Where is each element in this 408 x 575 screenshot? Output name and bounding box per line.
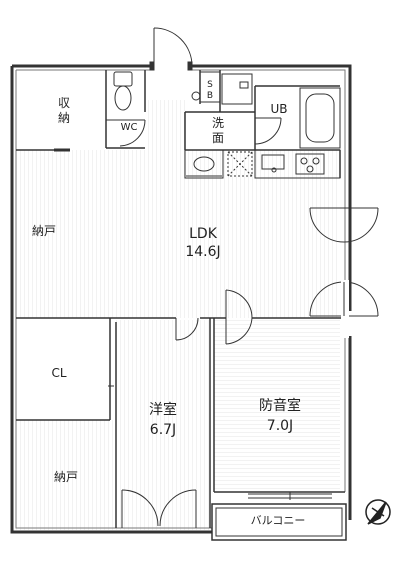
washroom-label: 洗 面 [211,116,224,145]
nando-bottom-label: 納戸 [53,470,78,484]
vanity-icon [184,149,224,179]
ldk-window-upper [309,207,379,243]
cl-label: CL [51,366,67,380]
washroom-door [254,117,282,145]
ldk-window-lower [309,280,379,338]
ldk-size-label: 14.6J [185,244,221,260]
toilet-icon [106,71,146,147]
soundproof-name-label: 防音室 [259,398,301,414]
north-arrow-icon [365,499,391,525]
sb-label: S B [206,80,214,102]
western-name-label: 洋室 [149,402,177,418]
western-double-door [121,489,197,528]
soundproof-door [225,289,253,345]
corridor-floor [145,100,185,150]
storage-label: 収 納 [57,96,70,125]
shoe-box [191,71,221,103]
soundproof-floor [214,320,340,492]
outer-walls [10,64,352,534]
balcony [211,492,347,541]
balcony-label: バルコニー [250,514,306,527]
nando-left-label: 納戸 [31,224,56,238]
refrigerator-space [227,151,253,177]
wc-label: WC [120,122,138,133]
outer-walls-inner [15,69,346,529]
ldk-name-label: LDK [189,226,217,242]
soundproof-size-label: 7.0J [266,418,294,434]
kitchen-counter [254,149,341,179]
washing-machine-icon [221,73,253,105]
entrance-door [149,27,193,71]
western-room-door [175,317,199,341]
western-size-label: 6.7J [149,422,177,438]
bathtub-icon [299,87,341,149]
nando-bottom-floor [16,420,116,530]
ub-label: UB [270,102,288,116]
